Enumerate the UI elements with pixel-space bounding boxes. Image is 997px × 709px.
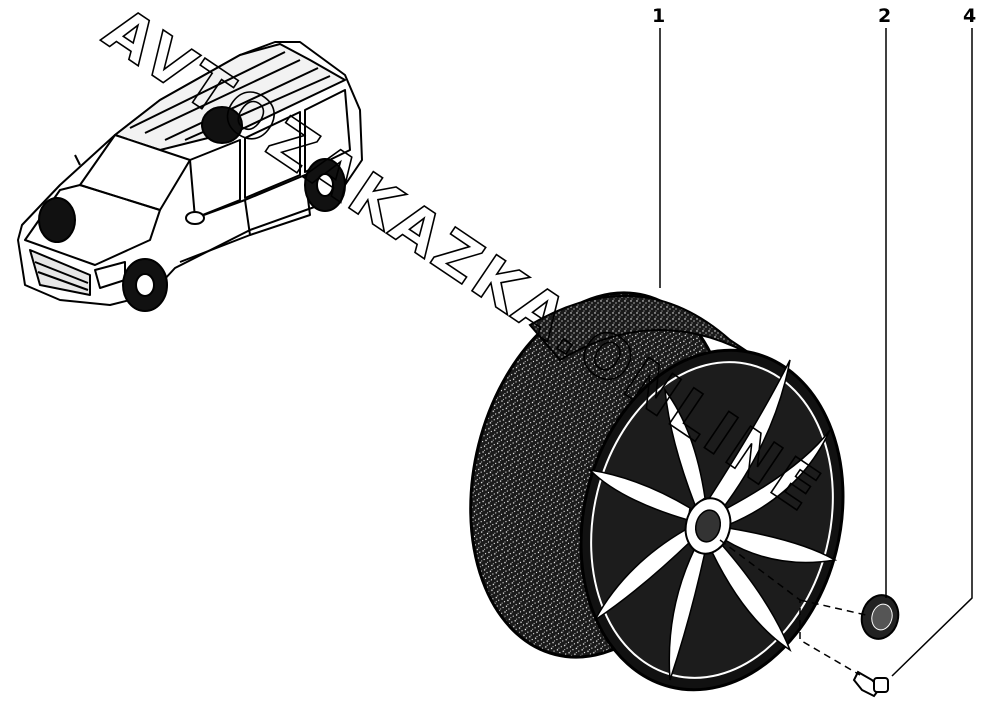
hub-cap bbox=[860, 594, 900, 640]
wheel-bolt bbox=[852, 670, 889, 698]
watermark-text: AVTOZAKAZKA.ONLINE bbox=[92, 0, 835, 527]
vehicle-illustration bbox=[17, 41, 363, 312]
callout-tyre-wheel: 1 bbox=[652, 5, 666, 27]
callout-hub-cap: 2 bbox=[878, 5, 892, 27]
leader-line-4 bbox=[891, 28, 973, 677]
callout-wheel-bolt: 4 bbox=[963, 5, 977, 27]
leader-lines bbox=[659, 28, 973, 677]
assembly-axis bbox=[719, 539, 861, 676]
tyre-and-wheel bbox=[469, 291, 845, 692]
watermark: AVTOZAKAZKA.ONLINE bbox=[91, 0, 836, 528]
